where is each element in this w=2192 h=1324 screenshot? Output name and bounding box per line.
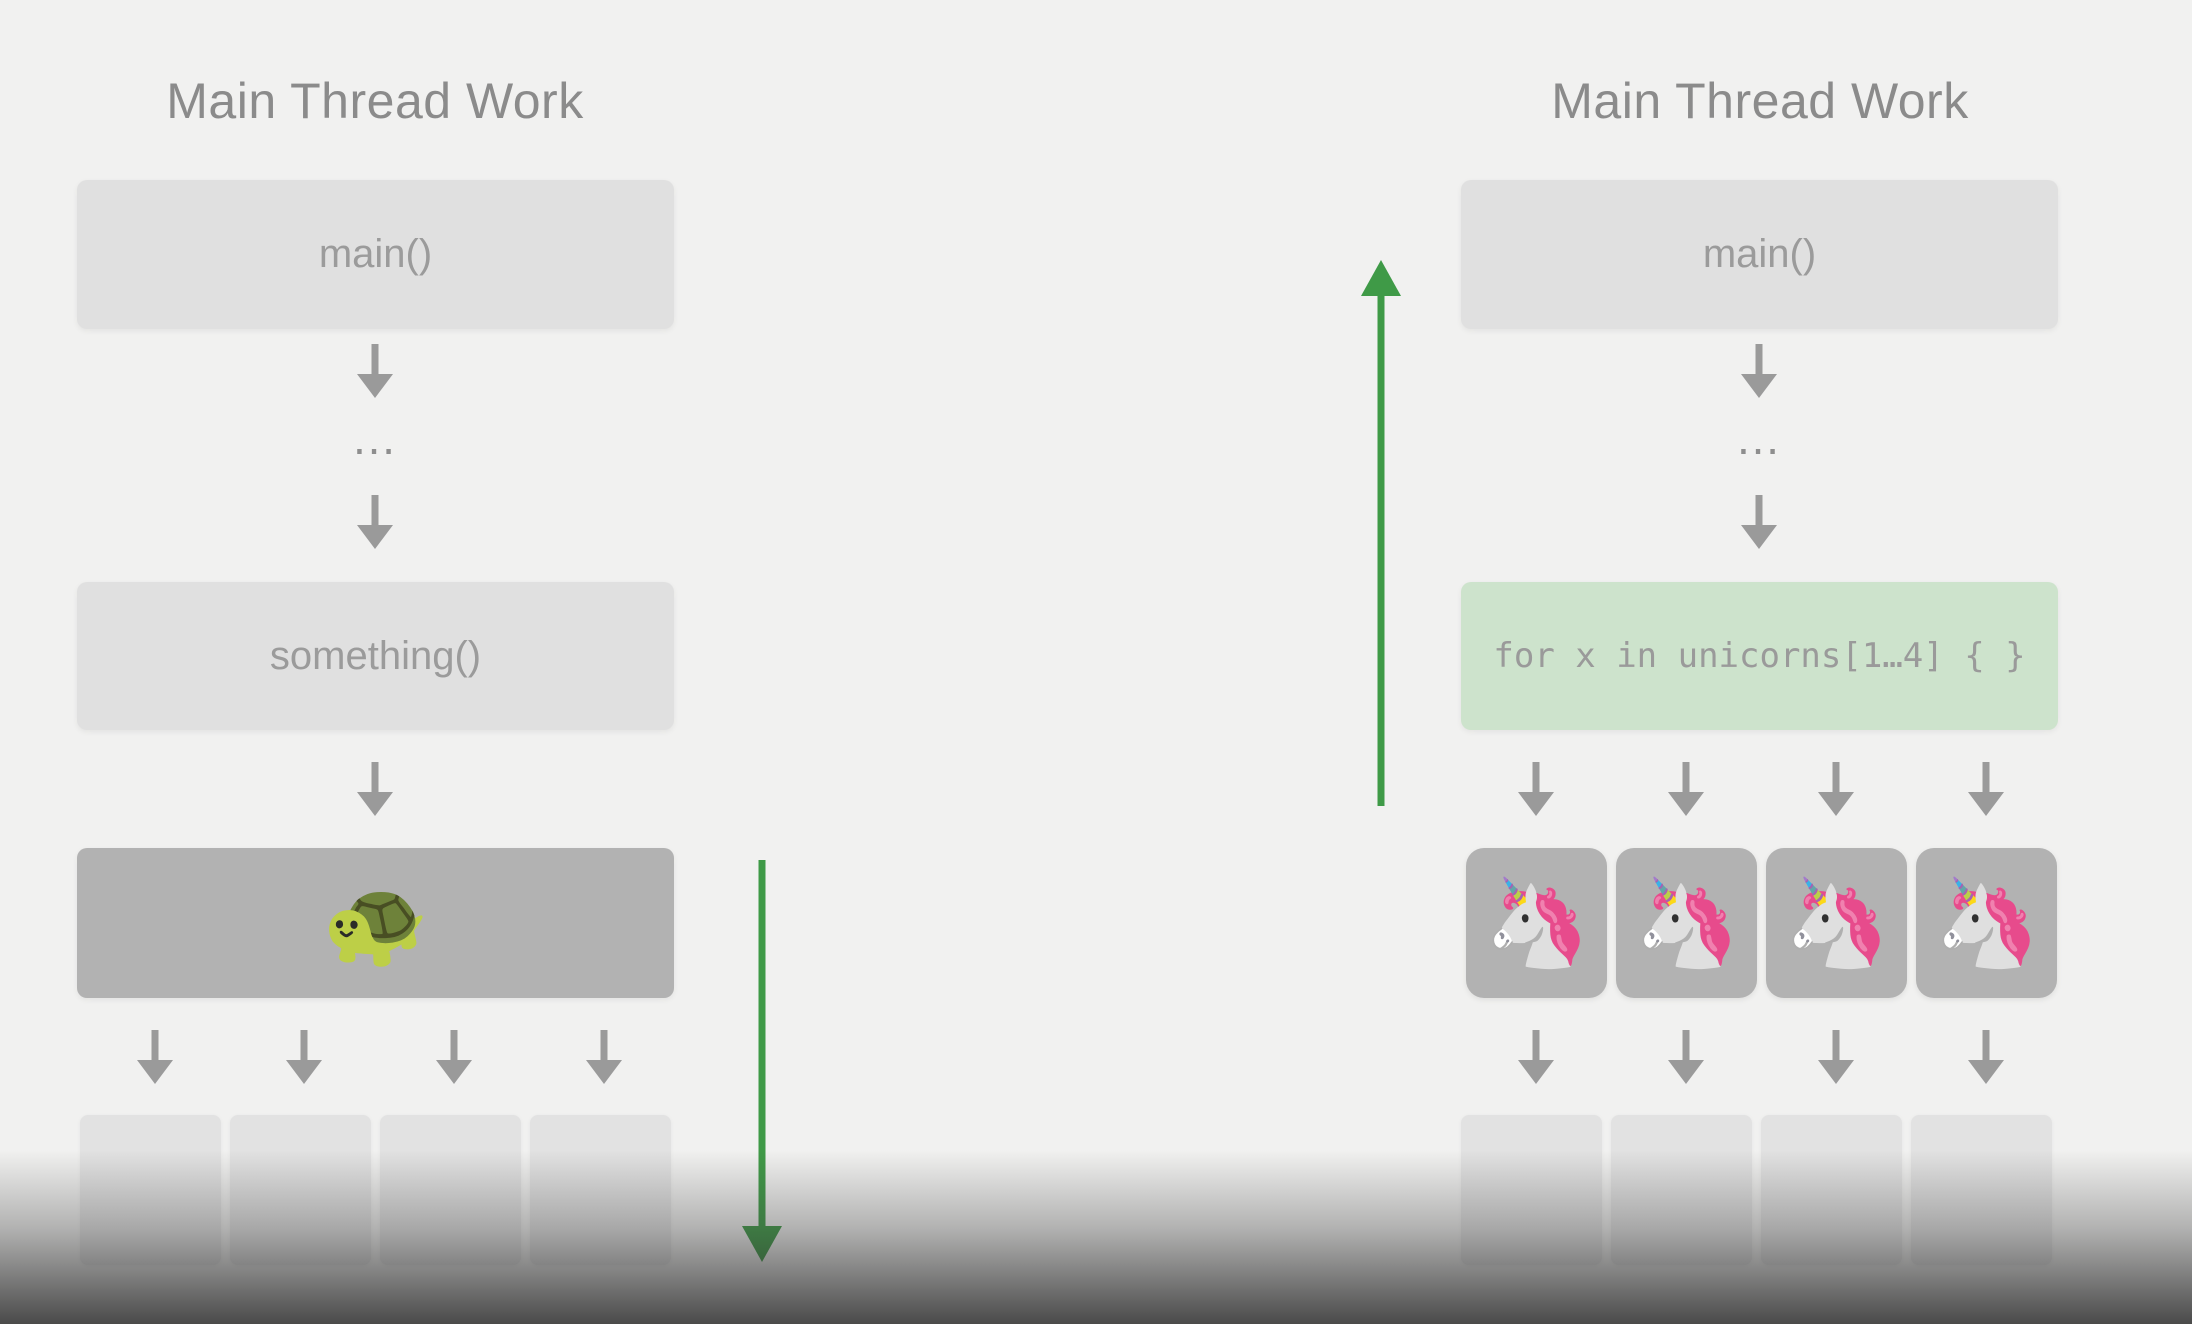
right-output-arrow-4 [1968, 1030, 2004, 1084]
right-down-arrow-2 [1741, 495, 1777, 549]
unicorn-worker-2: 🦄 [1616, 848, 1757, 998]
unicorn-icon: 🦄 [1782, 873, 1891, 973]
left-down-arrow-3 [357, 762, 393, 816]
left-fanout-arrow-4 [586, 1030, 622, 1084]
right-fanout-arrow-1 [1518, 762, 1554, 816]
right-main-label: main() [1702, 232, 1817, 276]
right-output-arrow-3 [1818, 1030, 1854, 1084]
unicorn-worker-3: 🦄 [1766, 848, 1907, 998]
unicorn-icon: 🦄 [1932, 873, 2041, 973]
left-fanout-arrow-2 [286, 1030, 322, 1084]
loop-box: for x in unicorns[1…4] { } [1461, 582, 2058, 730]
right-result-cell-2 [1611, 1115, 1752, 1265]
left-panel-title: Main Thread Work [166, 73, 584, 129]
right-fanout-arrow-2 [1668, 762, 1704, 816]
right-main-box: main() [1461, 180, 2058, 329]
left-result-cell-3 [380, 1115, 521, 1265]
left-result-cell-1 [80, 1115, 221, 1265]
slow-task-box: 🐢 [77, 848, 674, 998]
right-down-arrow-1 [1741, 344, 1777, 398]
unicorn-icon: 🦄 [1632, 873, 1741, 973]
right-panel-title: Main Thread Work [1551, 73, 1969, 129]
left-main-label: main() [318, 232, 433, 276]
right-output-arrow-2 [1668, 1030, 1704, 1084]
left-ellipsis: … [351, 412, 399, 464]
unicorn-icon: 🦄 [1482, 873, 1591, 973]
something-label: something() [269, 633, 482, 678]
left-down-arrow-2 [357, 495, 393, 549]
left-result-cell-4 [530, 1115, 671, 1265]
right-result-cell-3 [1761, 1115, 1902, 1265]
unicorn-worker-4: 🦄 [1916, 848, 2057, 998]
left-fanout-arrow-1 [137, 1030, 173, 1084]
green-up-arrow [1361, 260, 1401, 806]
right-output-arrow-1 [1518, 1030, 1554, 1084]
left-down-arrow-1 [357, 344, 393, 398]
right-result-cell-4 [1911, 1115, 2052, 1265]
loop-label: for x in unicorns[1…4] { } [1493, 636, 2026, 676]
right-ellipsis: … [1735, 412, 1783, 464]
left-result-cell-2 [230, 1115, 371, 1265]
right-fanout-arrow-3 [1818, 762, 1854, 816]
green-down-arrow [742, 860, 782, 1262]
right-result-cell-1 [1461, 1115, 1602, 1265]
right-fanout-arrow-4 [1968, 762, 2004, 816]
left-main-box: main() [77, 180, 674, 329]
left-fanout-arrow-3 [436, 1030, 472, 1084]
unicorn-worker-1: 🦄 [1466, 848, 1607, 998]
something-box: something() [77, 582, 674, 730]
turtle-icon: 🐢 [321, 873, 430, 973]
